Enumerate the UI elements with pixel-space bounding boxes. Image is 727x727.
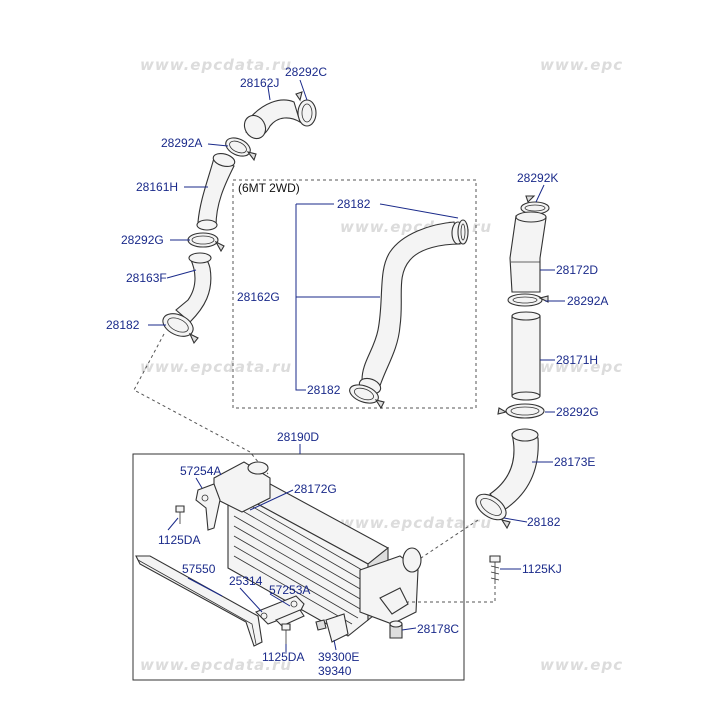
label-28178c[interactable]: 28178C (417, 622, 459, 636)
watermark: www.epcdata.ru (340, 514, 492, 532)
variant-box-6mt-2wd: (6MT 2WD) (232, 179, 477, 410)
variant-box-caption: (6MT 2WD) (238, 181, 300, 195)
bolt-1125da-top (175, 505, 185, 524)
connection-line-left (133, 333, 269, 475)
bracket-25314 (255, 595, 305, 625)
watermarks: www.epcdata.ru www.epc www.epcdata.ru ww… (140, 56, 623, 674)
hose-28172d (509, 211, 547, 293)
label-57253a[interactable]: 57253A (269, 583, 310, 597)
label-57254a[interactable]: 57254A (180, 464, 221, 478)
label-28161h[interactable]: 28161H (136, 180, 178, 194)
label-28172g[interactable]: 28172G (294, 482, 337, 496)
watermark: www.epc (540, 358, 623, 376)
label-1125da-top[interactable]: 1125DA (158, 533, 200, 547)
label-28182-box-top[interactable]: 28182 (337, 197, 371, 211)
bracket-57254a (195, 483, 221, 531)
plug-28178c (389, 620, 403, 639)
label-28182-left[interactable]: 28182 (106, 318, 140, 332)
label-28163f[interactable]: 28163F (126, 271, 167, 285)
part-labels: 28292C 28162J 28292A 28161H 28292G 28163… (106, 65, 608, 678)
left-hose-chain (162, 91, 317, 345)
clamp-28292g-right (497, 403, 545, 419)
label-28171h[interactable]: 28171H (556, 353, 598, 367)
clamp-28182-box-top (457, 219, 469, 245)
label-57550[interactable]: 57550 (182, 562, 216, 576)
hose-28173e (489, 428, 539, 511)
clamp-28292a-right (507, 293, 549, 307)
watermark: www.epcdata.ru (140, 358, 292, 376)
clamp-28292k (520, 195, 550, 215)
clamp-28182-right (475, 493, 511, 530)
clamp-28292c (295, 91, 317, 127)
label-28182-box-bottom[interactable]: 28182 (307, 383, 341, 397)
watermark: www.epcdata.ru (140, 56, 292, 74)
leader-lines (148, 79, 565, 652)
intercooler-assembly-frame (132, 444, 465, 681)
intercooler-28172g (213, 461, 422, 637)
watermark: www.epcdata.ru (140, 656, 292, 674)
label-28292a-right[interactable]: 28292A (567, 294, 608, 308)
clamp-28182-box-bottom (349, 384, 385, 410)
label-25314[interactable]: 25314 (229, 574, 263, 588)
sensor-39300e (315, 613, 349, 643)
label-28292a-left[interactable]: 28292A (161, 136, 202, 150)
clamp-28292a-left (225, 137, 257, 162)
label-28292g-left[interactable]: 28292G (121, 233, 164, 247)
label-28292g-right[interactable]: 28292G (556, 405, 599, 419)
label-1125da-bottom[interactable]: 1125DA (262, 650, 304, 664)
watermark: www.epc (540, 56, 623, 74)
hose-57550 (135, 555, 263, 647)
clamp-28182-left (162, 313, 199, 345)
label-39340[interactable]: 39340 (318, 664, 352, 678)
label-28162j[interactable]: 28162J (240, 76, 279, 90)
hose-28162j (243, 99, 301, 140)
label-28292k[interactable]: 28292K (517, 171, 558, 185)
label-28292c[interactable]: 28292C (285, 65, 327, 79)
bolt-1125da-bottom (281, 623, 291, 644)
label-28172d[interactable]: 28172D (556, 263, 598, 277)
label-28190d[interactable]: 28190D (277, 430, 319, 444)
hose-28162g (358, 221, 465, 395)
hose-28161h (196, 152, 236, 231)
label-28173e[interactable]: 28173E (554, 455, 595, 469)
label-28182-right[interactable]: 28182 (527, 515, 561, 529)
label-28162g[interactable]: 28162G (237, 290, 280, 304)
pipe-28171h (511, 311, 541, 401)
label-1125kj[interactable]: 1125KJ (522, 562, 562, 576)
right-hose-chain (475, 195, 550, 530)
watermark: www.epc (540, 656, 623, 674)
bracket-57253a (275, 609, 305, 627)
bolt-1125kj (406, 555, 501, 603)
hose-28163f (175, 252, 212, 323)
clamp-28292g-left (187, 232, 225, 253)
connection-line-right (417, 519, 479, 561)
label-39300e[interactable]: 39300E (318, 650, 359, 664)
